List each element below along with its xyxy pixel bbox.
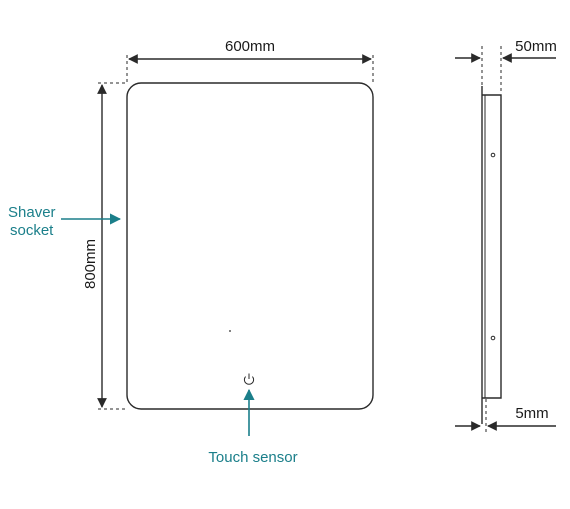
height-dimension: 800mm (82, 82, 126, 410)
mount-hole-bottom (490, 335, 496, 341)
power-icon (243, 373, 255, 385)
shaver-socket-callout: Shaver socket (8, 204, 122, 239)
side-view (481, 86, 502, 424)
mount-hole-top (490, 152, 496, 158)
width-dimension: 600mm (126, 38, 374, 82)
offset-dimension: 5mm (455, 399, 556, 432)
mirror-body-profile (482, 94, 502, 399)
mirror-outline (126, 82, 374, 410)
width-label: 600mm (225, 38, 275, 55)
depth-label: 50mm (515, 38, 557, 55)
touch-sensor-callout: Touch sensor (208, 388, 298, 466)
height-label: 800mm (82, 239, 99, 289)
front-view (126, 82, 374, 410)
touch-sensor-label: Touch sensor (208, 449, 297, 466)
shaver-socket-label-line2: socket (10, 222, 54, 239)
offset-label: 5mm (515, 405, 548, 422)
sensor-dot (229, 330, 231, 332)
depth-dimension: 50mm (455, 38, 557, 94)
shaver-socket-label-line1: Shaver (8, 204, 56, 221)
